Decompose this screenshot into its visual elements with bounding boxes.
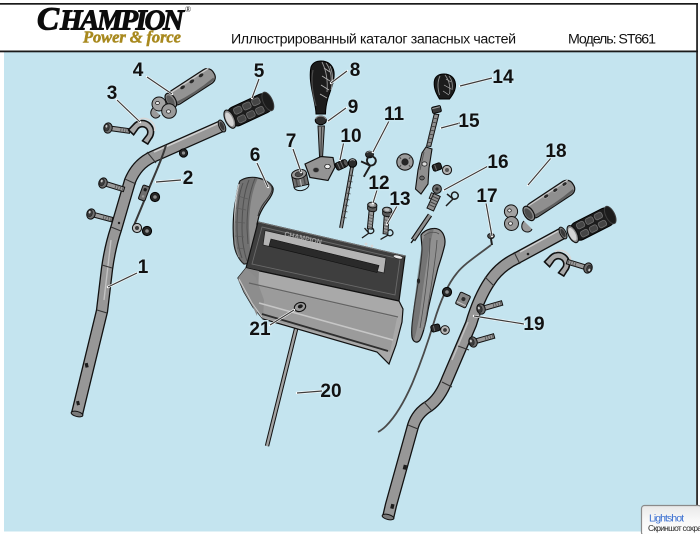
svg-text:15: 15	[458, 111, 480, 132]
svg-text:9: 9	[348, 97, 359, 118]
svg-text:14: 14	[492, 67, 514, 88]
svg-text:17: 17	[476, 186, 497, 207]
svg-text:12: 12	[368, 173, 389, 194]
svg-text:Скриншот сохра: Скриншот сохра	[648, 523, 700, 533]
svg-text:Иллюстрированный каталог запас: Иллюстрированный каталог запасных частей	[231, 32, 516, 48]
svg-text:16: 16	[487, 152, 508, 173]
svg-text:10: 10	[340, 126, 361, 147]
svg-text:3: 3	[107, 83, 118, 104]
svg-text:Модель: ST661: Модель: ST661	[568, 32, 656, 48]
svg-text:HAMPION: HAMPION	[59, 5, 185, 37]
svg-text:20: 20	[320, 381, 341, 402]
svg-text:Lightshot: Lightshot	[649, 513, 684, 525]
svg-text:4: 4	[133, 60, 144, 81]
svg-text:®: ®	[185, 5, 191, 14]
svg-text:19: 19	[523, 314, 544, 335]
svg-text:C: C	[37, 2, 60, 38]
svg-text:Power & force: Power & force	[82, 28, 181, 47]
svg-text:5: 5	[254, 61, 265, 82]
svg-text:13: 13	[389, 189, 410, 210]
svg-text:7: 7	[286, 131, 297, 152]
svg-text:21: 21	[249, 319, 271, 340]
svg-text:18: 18	[545, 141, 566, 162]
svg-text:6: 6	[250, 145, 261, 166]
svg-text:11: 11	[384, 104, 405, 125]
svg-text:8: 8	[350, 60, 361, 81]
svg-text:2: 2	[183, 168, 194, 189]
svg-text:1: 1	[138, 257, 149, 278]
